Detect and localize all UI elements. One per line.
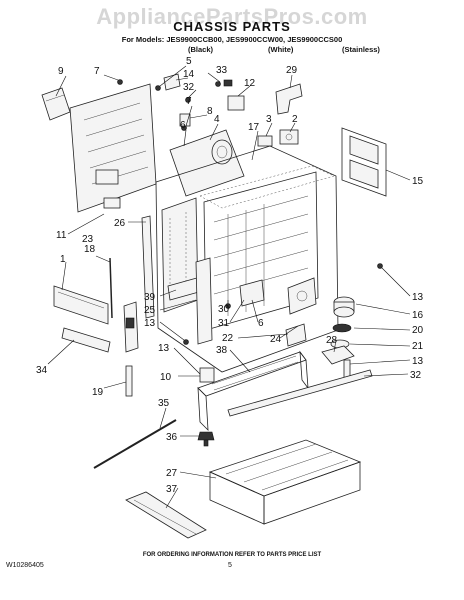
- callout-35: 35: [158, 398, 170, 409]
- leader-lines: [47, 65, 411, 509]
- callout-6b: 6: [258, 318, 264, 329]
- part-29-vent: [275, 83, 303, 115]
- callout-37: 37: [166, 484, 178, 495]
- callout-32: 32: [183, 82, 195, 93]
- callout-15: 15: [412, 176, 424, 187]
- callout-3: 3: [266, 114, 272, 125]
- callout-19: 19: [92, 387, 104, 398]
- variant-black: (Black): [188, 45, 214, 54]
- callout-28: 28: [326, 335, 338, 346]
- ordering-note: FOR ORDERING INFORMATION REFER TO PARTS …: [142, 552, 322, 558]
- part-15-gasket: [341, 127, 387, 197]
- callout-34: 34: [36, 365, 48, 376]
- callout-7b: 7: [186, 96, 192, 107]
- callout-22: 22: [222, 333, 234, 344]
- document-id: W10286405: [6, 562, 44, 569]
- part-35-rod: [93, 419, 177, 469]
- callout-1: 1: [60, 254, 66, 265]
- callout-12: 12: [244, 78, 256, 89]
- callout-18: 18: [84, 244, 96, 255]
- part-9-shield: [41, 87, 71, 121]
- callout-2: 2: [292, 114, 298, 125]
- part-28-plate: [321, 345, 355, 365]
- callout-4: 4: [214, 114, 220, 125]
- callout-13b: 13: [144, 318, 156, 329]
- part-16-20-21-motor: [330, 296, 355, 349]
- variant-stainless: (Stainless): [342, 45, 380, 54]
- callout-32b: 32: [410, 370, 422, 381]
- callout-39: 39: [144, 292, 156, 303]
- callout-24: 24: [270, 334, 282, 345]
- part-2-3-switches: [257, 129, 299, 147]
- part-19-strip: [125, 365, 133, 397]
- variant-white: (White): [268, 45, 294, 54]
- page-number: 5: [228, 562, 232, 569]
- callout-33: 33: [216, 65, 228, 76]
- callout-17: 17: [248, 122, 260, 133]
- part-38-lower-frame: [197, 350, 309, 432]
- part-13-leg: [343, 359, 351, 379]
- part-18-rod: [109, 257, 113, 319]
- watermark: AppliancePartsPros.com: [96, 4, 368, 29]
- callout-numbers: 9 7 5 14 33 29 32 12 8 7 6 4 17 3 2 15 1…: [36, 56, 424, 495]
- part-10-bracket: [199, 367, 215, 383]
- callout-6: 6: [180, 120, 186, 131]
- callout-25: 25: [144, 305, 156, 316]
- callout-13d: 13: [158, 343, 170, 354]
- callout-20: 20: [412, 325, 424, 336]
- callout-5: 5: [186, 56, 192, 67]
- callout-31: 31: [218, 318, 230, 329]
- callout-14: 14: [183, 69, 195, 80]
- callout-23: 23: [82, 234, 94, 245]
- callout-38: 38: [216, 345, 228, 356]
- callout-13: 13: [412, 292, 424, 303]
- callout-13c: 13: [412, 356, 424, 367]
- part-30-panel: [195, 257, 213, 345]
- part-6-bracket: [239, 277, 317, 315]
- part-36-leveler: [197, 431, 215, 447]
- callout-21: 21: [412, 341, 424, 352]
- callout-8: 8: [207, 106, 213, 117]
- callout-29: 29: [286, 65, 298, 76]
- part-5-rear-panel: [69, 83, 157, 213]
- callout-11: 11: [56, 230, 67, 241]
- callout-30: 30: [218, 304, 230, 315]
- part-26-trim: [141, 215, 155, 319]
- callout-27: 27: [166, 468, 178, 479]
- part-8-bracket: [179, 113, 191, 127]
- part-14-bracket: [163, 73, 181, 91]
- part-34-plate: [61, 327, 111, 353]
- models-line: For Models: JES9900CCB00, JES9900CCW00, …: [121, 35, 343, 44]
- part-12-block: [223, 79, 245, 111]
- callout-36: 36: [166, 432, 178, 443]
- callout-16: 16: [412, 310, 424, 321]
- page-title: CHASSIS PARTS: [173, 19, 291, 34]
- part-37-slide: [125, 491, 207, 539]
- part-27-drawer-pan: [208, 439, 362, 525]
- part-32-rail: [227, 369, 373, 417]
- part-4-control-bracket: [169, 129, 245, 197]
- callout-9: 9: [58, 66, 64, 77]
- part-39-hinge: [123, 301, 139, 353]
- callout-26: 26: [114, 218, 126, 229]
- callout-10: 10: [160, 372, 172, 383]
- part-1-drawer-panel: [53, 285, 109, 325]
- callout-7: 7: [94, 66, 100, 77]
